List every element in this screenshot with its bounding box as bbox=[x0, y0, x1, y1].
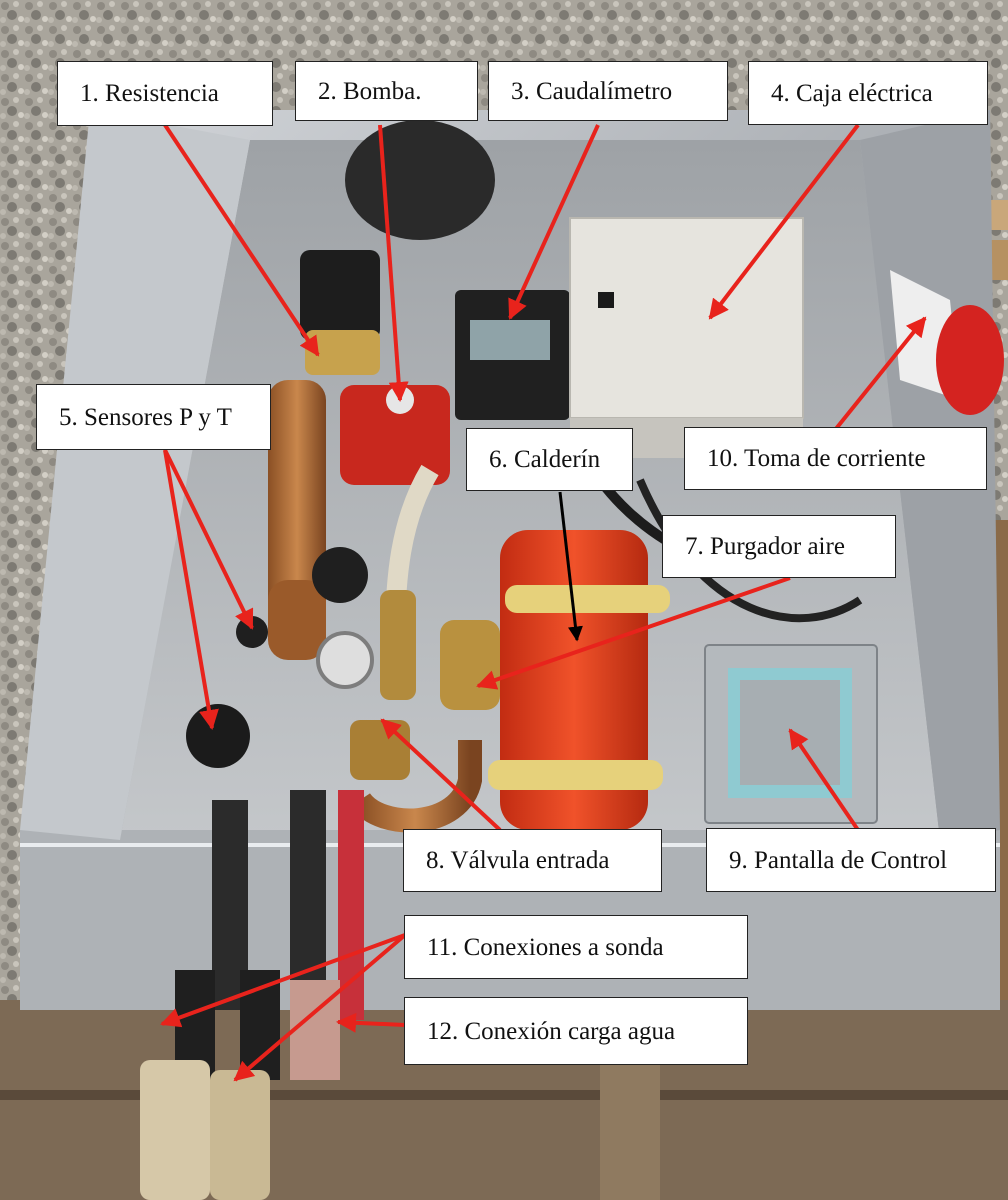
label-conexiones-sonda: 11. Conexiones a sonda bbox=[404, 915, 748, 979]
label-caja-electrica: 4. Caja eléctrica bbox=[748, 61, 988, 125]
label-calderin: 6. Calderín bbox=[466, 428, 633, 491]
label-conexion-carga-agua: 12. Conexión carga agua bbox=[404, 997, 748, 1065]
label-caudalimetro: 3. Caudalímetro bbox=[488, 61, 728, 121]
label-valvula-entrada: 8. Válvula entrada bbox=[403, 829, 662, 892]
label-purgador-aire: 7. Purgador aire bbox=[662, 515, 896, 578]
label-pantalla-control: 9. Pantalla de Control bbox=[706, 828, 996, 892]
label-bomba: 2. Bomba. bbox=[295, 61, 478, 121]
label-sensores: 5. Sensores P y T bbox=[36, 384, 271, 450]
label-resistencia: 1. Resistencia bbox=[57, 61, 273, 126]
label-toma-corriente: 10. Toma de corriente bbox=[684, 427, 987, 490]
